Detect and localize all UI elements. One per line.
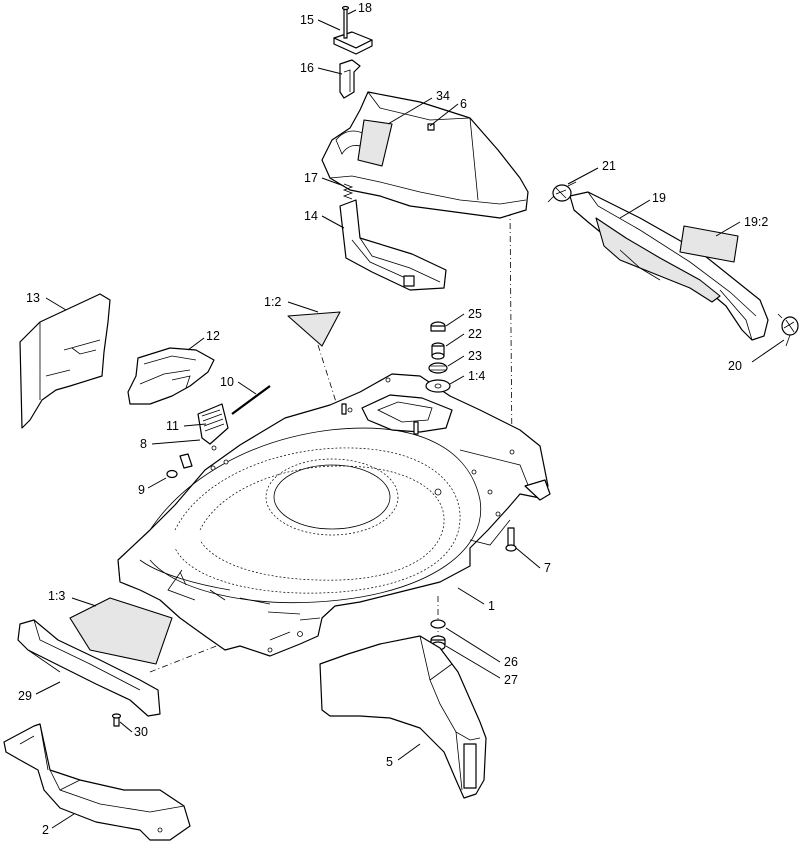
callout-1-2: 1:2 (264, 295, 281, 309)
callout-19-2: 19:2 (744, 215, 768, 229)
callout-15: 15 (300, 13, 314, 27)
bolt-30 (111, 713, 122, 727)
callout-12: 12 (206, 329, 220, 343)
callout-8: 8 (140, 437, 147, 451)
callout-16: 16 (300, 61, 314, 75)
latch-16 (339, 59, 361, 99)
callout-1-4: 1:4 (468, 369, 485, 383)
callout-11: 11 (166, 419, 179, 433)
knob-15 (333, 5, 373, 55)
nut-27 (430, 635, 446, 651)
deck-housing (117, 373, 551, 657)
spring-20 (777, 313, 799, 347)
callout-23: 23 (468, 349, 482, 363)
latch-bracket-14 (339, 199, 447, 291)
bracket-11 (197, 403, 229, 445)
top-cover (321, 91, 529, 219)
decal-1-2 (287, 311, 341, 347)
decal-1-3 (69, 597, 173, 665)
blade-stack (425, 321, 451, 393)
callout-9: 9 (138, 483, 145, 497)
callout-2: 2 (42, 823, 49, 837)
baffle-12 (127, 347, 215, 405)
callout-labels: 15 18 16 34 6 17 14 21 19 19:2 20 13 12 … (18, 1, 768, 837)
callout-7: 7 (544, 561, 551, 575)
callout-30: 30 (134, 725, 148, 739)
callout-14: 14 (304, 209, 318, 223)
callout-10: 10 (220, 375, 234, 389)
rod-10 (231, 385, 271, 415)
side-guard-13 (19, 293, 111, 429)
decal-19-2 (679, 225, 739, 263)
spring-17 (342, 183, 354, 200)
callout-18: 18 (358, 1, 372, 15)
washer-26 (430, 619, 446, 629)
spring-21 (547, 181, 577, 203)
callout-19: 19 (652, 191, 666, 205)
discharge-chute-5 (319, 635, 487, 799)
front-bumper-29 (17, 619, 161, 717)
rear-pan-2 (3, 723, 191, 841)
callout-34: 34 (436, 89, 450, 103)
callout-22: 22 (468, 327, 482, 341)
bolt-7 (505, 527, 517, 552)
leader-lines (35, 9, 785, 829)
callout-21: 21 (602, 159, 616, 173)
callout-6: 6 (460, 97, 467, 111)
callout-29: 29 (18, 689, 32, 703)
nut-9 (166, 453, 193, 479)
callout-13: 13 (26, 291, 40, 305)
callout-20: 20 (728, 359, 742, 373)
callout-5: 5 (386, 755, 393, 769)
callout-25: 25 (468, 307, 482, 321)
callout-27: 27 (504, 673, 518, 687)
callout-17: 17 (304, 171, 318, 185)
callout-1: 1 (488, 599, 495, 613)
handle-bar-19 (569, 191, 769, 341)
callout-1-3: 1:3 (48, 589, 65, 603)
callout-26: 26 (504, 655, 518, 669)
